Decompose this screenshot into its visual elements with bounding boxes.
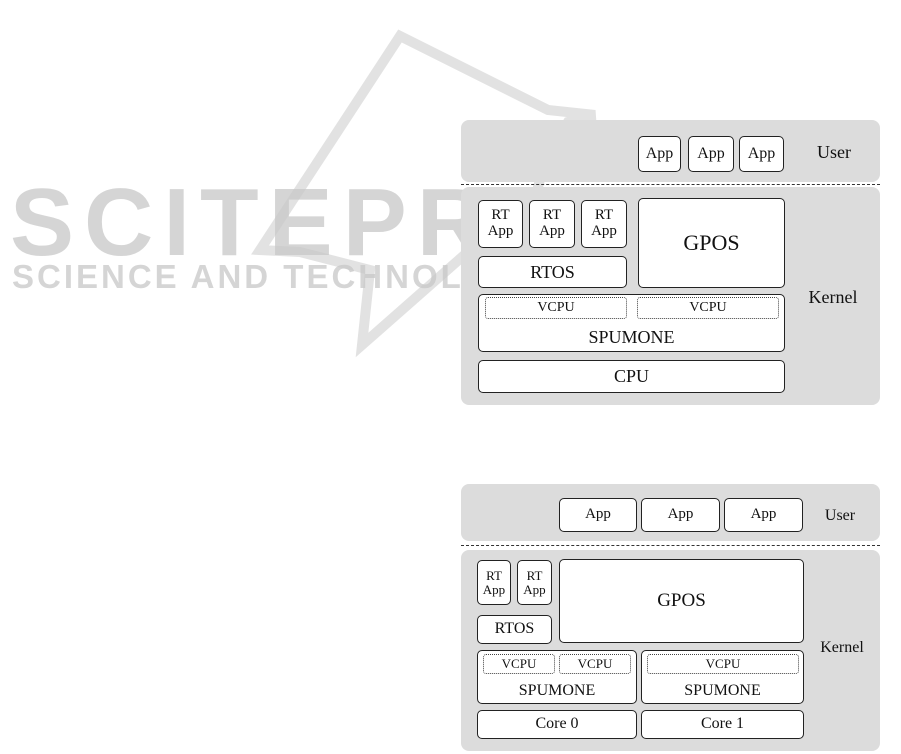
- rt-app-line2: App: [539, 224, 565, 240]
- diagram-single-core: App App App User RT App RT App RT App GP…: [0, 0, 901, 420]
- rt-app-line1: RT: [527, 569, 543, 583]
- gpos-box: GPOS: [559, 559, 804, 643]
- core1-box: Core 1: [641, 710, 804, 739]
- diagram-dual-core: App App App User RT App RT App GPOS RTOS…: [0, 470, 901, 754]
- spumone-label: SPUMONE: [588, 328, 674, 347]
- gpos-box: GPOS: [638, 198, 785, 288]
- user-label: User: [806, 138, 862, 166]
- rt-app-box: RT App: [478, 200, 523, 248]
- spumone-label: SPUMONE: [684, 683, 760, 700]
- vcpu-box: VCPU: [485, 297, 627, 319]
- app-box: App: [638, 136, 681, 172]
- core0-box: Core 0: [477, 710, 637, 739]
- rt-app-box: RT App: [477, 560, 511, 605]
- app-box: App: [559, 498, 637, 532]
- rt-app-box: RT App: [581, 200, 627, 248]
- app-box: App: [688, 136, 734, 172]
- rt-app-box: RT App: [529, 200, 575, 248]
- cpu-box: CPU: [478, 360, 785, 393]
- layer-separator: [461, 184, 880, 185]
- vcpu-box: VCPU: [483, 654, 555, 674]
- kernel-label: Kernel: [800, 283, 866, 311]
- rtos-box: RTOS: [478, 256, 627, 288]
- rt-app-line2: App: [523, 583, 545, 597]
- rt-app-line2: App: [591, 224, 617, 240]
- vcpu-box: VCPU: [647, 654, 799, 674]
- vcpu-box: VCPU: [637, 297, 779, 319]
- rt-app-line1: RT: [543, 208, 561, 224]
- spumone-label: SPUMONE: [519, 683, 595, 700]
- rt-app-line1: RT: [595, 208, 613, 224]
- app-box: App: [641, 498, 720, 532]
- rt-app-line1: RT: [491, 208, 509, 224]
- rtos-box: RTOS: [477, 615, 552, 644]
- user-label: User: [816, 504, 864, 528]
- app-box: App: [724, 498, 803, 532]
- app-box: App: [739, 136, 784, 172]
- layer-separator: [461, 545, 880, 546]
- kernel-label: Kernel: [812, 636, 872, 660]
- rt-app-line2: App: [483, 583, 505, 597]
- rt-app-line1: RT: [486, 569, 502, 583]
- rt-app-box: RT App: [517, 560, 552, 605]
- vcpu-box: VCPU: [559, 654, 631, 674]
- rt-app-line2: App: [488, 224, 514, 240]
